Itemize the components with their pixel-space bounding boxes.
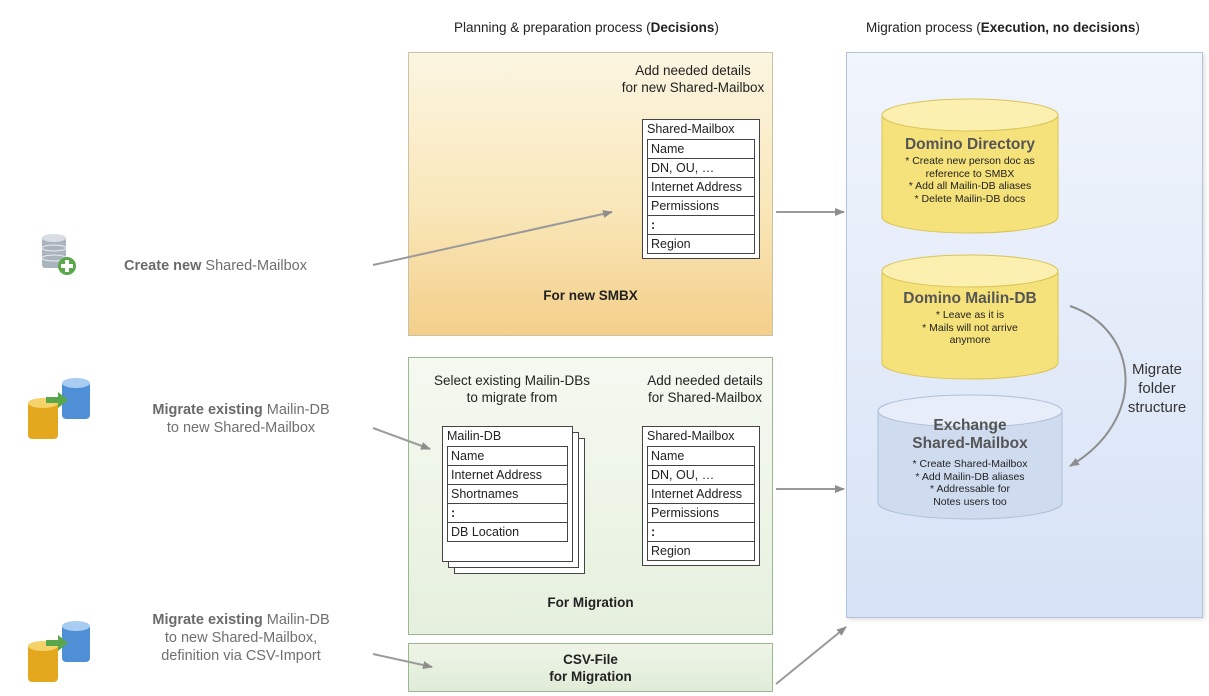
table-row: Region: [648, 542, 754, 561]
migration-smbx-table: Shared-Mailbox Name DN, OU, … Internet A…: [642, 426, 760, 566]
table-row: :: [648, 523, 754, 542]
arrow-csv-to-exec: [775, 626, 847, 685]
smbx-details-note: Add needed details for Shared-Mailbox: [647, 373, 763, 405]
new-smbx-note: Add needed details for new Shared-Mailbo…: [621, 63, 765, 95]
table-row: Shortnames: [448, 485, 567, 504]
new-smbx-title: For new SMBX: [543, 288, 638, 303]
table-row: Name: [648, 140, 754, 159]
table-row: Region: [648, 235, 754, 254]
select-mailin-note: Select existing Mailin-DBs to migrate fr…: [433, 373, 591, 405]
exchange-shared-mailbox-db: Exchange Shared-Mailbox * Create Shared-…: [876, 393, 1064, 523]
table-row: :: [448, 504, 567, 523]
table-row: Name: [648, 447, 754, 466]
table-row: Internet Address: [648, 178, 754, 197]
new-smbx-table: Shared-Mailbox Name DN, OU, … Internet A…: [642, 119, 760, 259]
mailin-db-table: Mailin-DB Name Internet Address Shortnam…: [442, 426, 573, 562]
table-header: Shared-Mailbox: [647, 429, 735, 443]
csv-panel: [408, 643, 773, 692]
table-row: Internet Address: [648, 485, 754, 504]
planning-header: Planning & preparation process (Decision…: [454, 20, 719, 35]
domino-mailin-db: Domino Mailin-DB * Leave as it is * Mail…: [880, 253, 1060, 383]
database-migrate-icon: [24, 375, 104, 452]
case-create-new: Create new Shared-Mailbox: [124, 258, 307, 274]
table-row: DB Location: [448, 523, 567, 542]
domino-directory-db: Domino Directory * Create new person doc…: [880, 97, 1060, 237]
arrow-create: [372, 210, 613, 266]
table-row: DN, OU, …: [648, 466, 754, 485]
table-row: :: [648, 216, 754, 235]
database-migrate-icon: [24, 618, 104, 695]
csv-title: CSV-File for Migration: [549, 652, 632, 684]
case-migrate-existing: Migrate existing Mailin-DB to new Shared…: [152, 402, 330, 436]
case-migrate-csv: Migrate existing Mailin-DB to new Shared…: [152, 612, 330, 664]
arrow-migrate: [372, 427, 431, 450]
migrate-folder-label: Migrate folder structure: [1127, 361, 1187, 416]
table-row: Internet Address: [448, 466, 567, 485]
table-row: Permissions: [648, 197, 754, 216]
migration-header: Migration process (Execution, no decisio…: [866, 20, 1140, 35]
arrow-migrate-folder: [1069, 305, 1127, 467]
arrow-csv: [372, 653, 433, 669]
table-header: Mailin-DB: [447, 429, 502, 443]
table-row: Permissions: [648, 504, 754, 523]
table-row: Name: [448, 447, 567, 466]
table-row: DN, OU, …: [648, 159, 754, 178]
database-add-icon: [40, 232, 76, 281]
migration-title: For Migration: [547, 595, 634, 610]
table-header: Shared-Mailbox: [647, 122, 735, 136]
